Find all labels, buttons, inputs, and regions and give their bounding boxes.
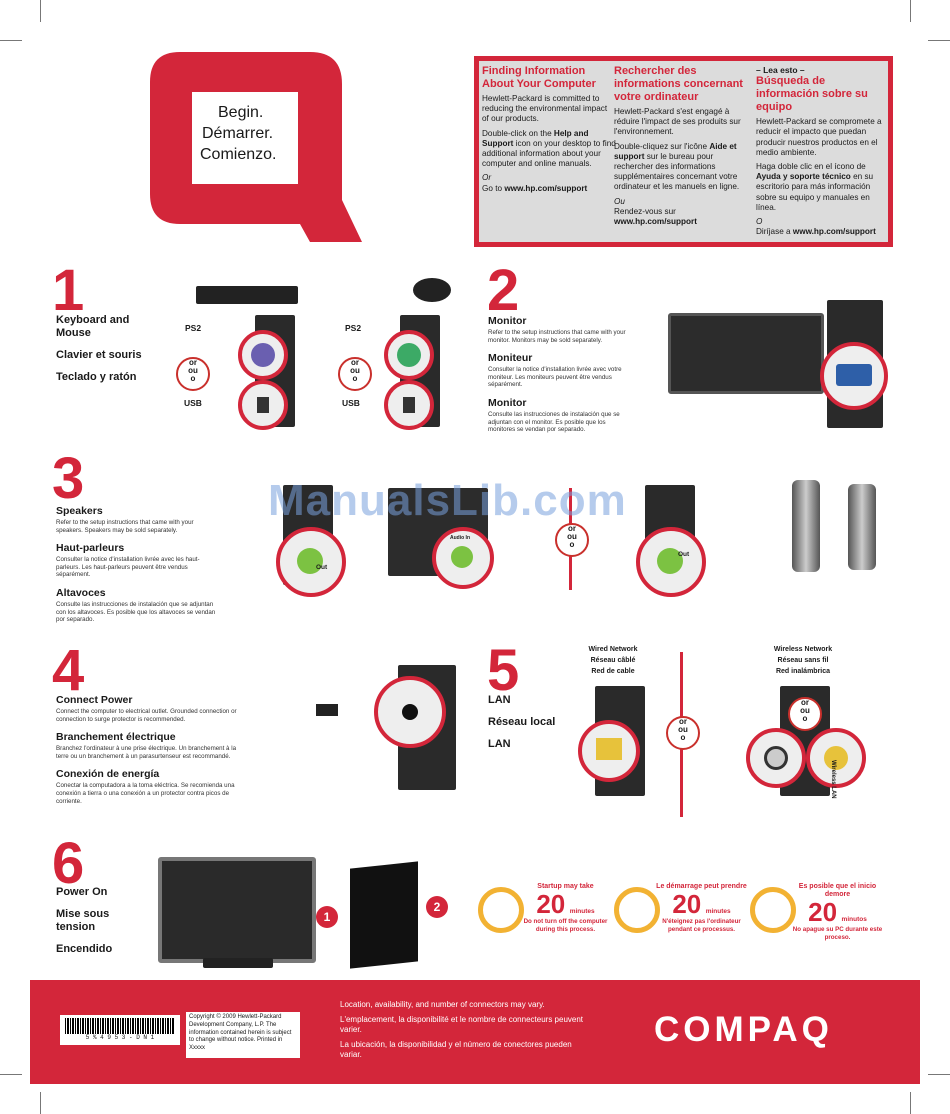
timer-en: Startup may take 20 minutes Do not turn … — [476, 880, 616, 950]
monitor-front — [158, 857, 316, 963]
lan-port — [578, 720, 640, 782]
info-fr: Rechercher des informations concernant v… — [614, 65, 748, 231]
power-adapter — [316, 704, 338, 716]
info-fr-or: Ou — [614, 196, 625, 206]
info-es-or: O — [756, 217, 763, 227]
info-en-p2: Double-click on the Help and Support ico… — [482, 128, 616, 169]
compaq-q-logo — [150, 52, 362, 242]
info-fr-p2: Double-cliquez sur l'icône Aide et suppo… — [614, 141, 740, 192]
barcode-text: 5 % 4 9 5 3 - D N 1 — [85, 1034, 155, 1041]
monitor-illustration — [668, 313, 824, 394]
ps2-purple-port — [238, 330, 288, 380]
copyright: Copyright © 2009 Hewlett-Packard Develop… — [186, 1012, 300, 1058]
info-fr-p1: Hewlett-Packard s'est engagé à réduire l… — [614, 107, 741, 137]
wireless-port-a — [746, 728, 806, 788]
audio-out-label-2: Out — [678, 551, 690, 558]
info-es-p1: Hewlett-Packard se compromete a reducir … — [756, 117, 882, 157]
usb-label-mouse: USB — [342, 398, 360, 408]
power-port — [374, 676, 446, 748]
hero-begin: Begin. — [218, 104, 264, 121]
wireless-port-b — [806, 728, 866, 788]
ps2-green-port — [384, 330, 434, 380]
info-en-title: Finding Information About Your Computer — [482, 65, 596, 90]
step-2-number: 2 — [487, 258, 519, 323]
monitor-power-badge: 1 — [316, 906, 338, 928]
barcode: 5 % 4 9 5 3 - D N 1 — [60, 1015, 180, 1045]
info-en: Finding Information About Your Computer … — [482, 65, 616, 198]
usb-port-mouse — [384, 380, 434, 430]
info-en-or: Or — [482, 173, 492, 183]
audio-out-label: Out — [316, 564, 328, 571]
speaker-left — [792, 480, 820, 572]
step-1-number: 1 — [52, 258, 84, 323]
support-url-fr[interactable]: www.hp.com/support — [614, 217, 697, 227]
info-es-p3: Diríjase a www.hp.com/support — [756, 227, 876, 237]
support-url-es[interactable]: www.hp.com/support — [792, 227, 876, 237]
wlan-label: Wireless LAN — [830, 760, 836, 799]
audio-in-port — [432, 527, 494, 589]
info-fr-p3: Rendez-vous sur www.hp.com/support — [614, 206, 697, 227]
info-fr-title: Rechercher des informations concernant v… — [614, 65, 743, 103]
clock-icon — [750, 887, 796, 933]
step-6-labels: Power On Mise sous tension Encendido — [56, 886, 113, 955]
footer-notes: Location, availability, and number of co… — [340, 1000, 584, 1059]
hero-demarrer: Démarrer. — [202, 125, 274, 142]
vga-port — [820, 342, 888, 410]
info-en-p1: Hewlett-Packard is committed to reducing… — [482, 94, 608, 124]
info-es-pre: – Lea esto – — [756, 65, 805, 75]
watermark: ManualsLib.com — [268, 476, 627, 525]
step-4-number: 4 — [52, 638, 84, 703]
audio-out-port — [276, 527, 346, 597]
step-5-number: 5 — [487, 638, 519, 703]
timer-fr: Le démarrage peut prendre 20 minutes N'é… — [612, 880, 752, 950]
timer-es: Es posible que el inicio demore 20 minut… — [748, 880, 888, 950]
support-url-en[interactable]: www.hp.com/support — [504, 183, 588, 193]
mouse-illustration — [413, 278, 451, 302]
info-es-p2: Haga doble clic en el ícono de Ayuda y s… — [756, 162, 874, 212]
ps2-label-kb: PS2 — [185, 323, 202, 333]
monitor-stand — [203, 958, 273, 968]
info-box: Finding Information About Your Computer … — [474, 56, 893, 247]
help-support-link: Help and Support — [482, 128, 589, 148]
clock-icon — [614, 887, 660, 933]
audio-out-port-2 — [636, 527, 706, 597]
footer: 5 % 4 9 5 3 - D N 1 Copyright © 2009 Hew… — [30, 980, 920, 1084]
hero-comienzo: Comienzo. — [200, 146, 277, 163]
step-1-labels: Keyboard and Mouse Clavier et souris Tec… — [56, 314, 142, 383]
tower-power-badge: 2 — [426, 896, 448, 918]
step-3-number: 3 — [52, 446, 84, 511]
info-en-p3: Go to www.hp.com/support — [482, 183, 588, 193]
tower-front — [350, 861, 418, 969]
clock-icon — [478, 887, 524, 933]
speaker-right — [848, 484, 876, 570]
keyboard-illustration — [196, 286, 298, 304]
usb-label-kb: USB — [184, 398, 202, 408]
audio-in-label: Audio In — [450, 535, 470, 541]
hero-text: Begin. Démarrer. Comienzo. — [196, 102, 296, 165]
info-es: – Lea esto – Búsqueda de información sob… — [756, 65, 890, 241]
compaq-wordmark: COMPAQ — [654, 1010, 833, 1049]
ps2-label-mouse: PS2 — [345, 323, 362, 333]
usb-port-kb — [238, 380, 288, 430]
step-5-labels: LAN Réseau local LAN — [488, 694, 556, 750]
step-6-number: 6 — [52, 831, 84, 896]
info-es-title: Búsqueda de información sobre su equipo — [756, 75, 868, 114]
